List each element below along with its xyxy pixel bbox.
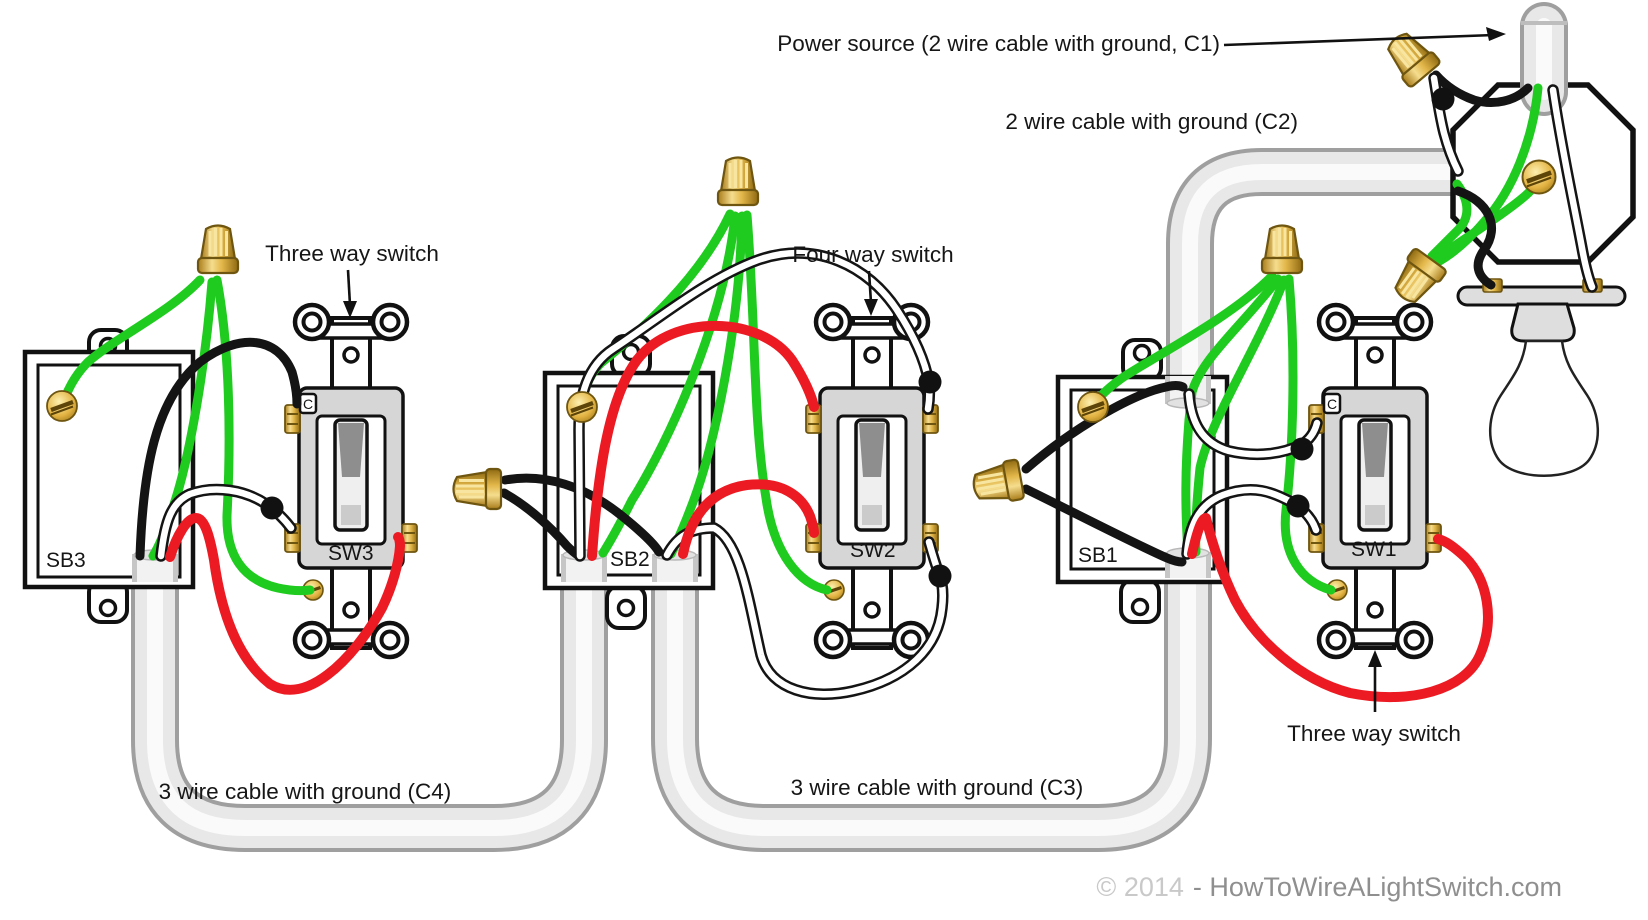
cable-c3-label: 3 wire cable with ground (C3) — [791, 775, 1084, 800]
site-name: - HowToWireALightSwitch.com — [1193, 872, 1562, 902]
traveler-wires — [165, 320, 1493, 703]
copyright-year: © 2014 — [1096, 872, 1183, 902]
sw1-label: SW1 — [1351, 538, 1397, 561]
cable-c2 — [1166, 148, 1479, 414]
light-bulb — [1488, 339, 1600, 477]
cable-c1 — [1520, 2, 1568, 116]
cable-c4-label: 3 wire cable with ground (C4) — [159, 779, 452, 804]
neutral-wires — [155, 72, 1598, 700]
cable-c3 — [651, 560, 1212, 852]
marked-neutral-dots — [260, 87, 1455, 588]
four-way-sw2-label: Four way switch — [792, 242, 953, 267]
common-terminal-label-sw3: C — [303, 396, 313, 412]
sb1-label: SB1 — [1078, 544, 1118, 567]
common-terminal-label-sw1: C — [1327, 396, 1337, 412]
watermark: © 2014 - HowToWireALightSwitch.com — [1096, 872, 1562, 902]
component-labels: SB3 SW3 SB2 SW2 SB1 SW1 — [46, 538, 1397, 572]
sw3-label: SW3 — [328, 542, 374, 565]
three-way-sw3-label: Three way switch — [265, 241, 439, 266]
cable-c4 — [131, 560, 608, 852]
three-way-sw1-label: Three way switch — [1287, 721, 1461, 746]
power-source-label: Power source (2 wire cable with ground, … — [777, 31, 1220, 56]
switch-sw1: C — [1308, 305, 1442, 657]
sb3-label: SB3 — [46, 549, 86, 572]
light-fixture — [1456, 278, 1627, 477]
cable-c2-label: 2 wire cable with ground (C2) — [1005, 109, 1298, 134]
annotations: Power source (2 wire cable with ground, … — [159, 27, 1506, 804]
sb2-label: SB2 — [610, 548, 650, 571]
switch-sw3: C — [284, 305, 418, 657]
sw2-label: SW2 — [850, 539, 896, 562]
